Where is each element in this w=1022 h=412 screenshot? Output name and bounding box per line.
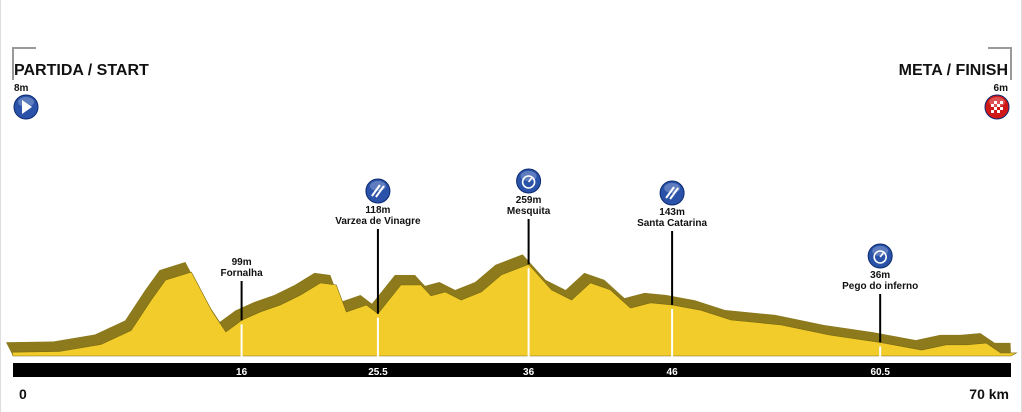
finish-label: META / FINISH bbox=[898, 62, 1008, 79]
corner-mark-left bbox=[12, 47, 36, 80]
x-tick-label: 60.5 bbox=[870, 367, 890, 378]
x-tick-label: 46 bbox=[666, 367, 678, 378]
sprint-icon bbox=[516, 168, 542, 194]
feed-zone-icon bbox=[659, 180, 685, 206]
x-tick-label: 70 km bbox=[969, 386, 1009, 402]
waypoint-name: Pego do inferno bbox=[842, 281, 919, 292]
terrain-profile bbox=[11, 263, 1018, 357]
finish-elevation: 6m bbox=[993, 83, 1008, 94]
x-tick-label: 25.5 bbox=[368, 367, 388, 378]
waypoint-elevation: 36m bbox=[870, 270, 891, 281]
waypoint-elevation: 118m bbox=[365, 205, 391, 216]
x-tick-label: 36 bbox=[523, 367, 535, 378]
x-tick-label: 0 bbox=[19, 386, 27, 402]
waypoint-elevation: 143m bbox=[659, 207, 685, 218]
corner-mark-right bbox=[988, 47, 1012, 80]
start-elevation: 8m bbox=[14, 83, 29, 94]
start-icon bbox=[13, 94, 39, 120]
x-tick-label: 16 bbox=[236, 367, 248, 378]
start-label: PARTIDA / START bbox=[14, 62, 149, 79]
waypoint-name: Varzea de Vinagre bbox=[335, 216, 421, 227]
feed-zone-icon bbox=[365, 178, 391, 204]
waypoint-name: Santa Catarina bbox=[637, 218, 708, 229]
waypoint-elevation: 259m bbox=[515, 195, 542, 206]
sprint-icon bbox=[867, 243, 893, 269]
waypoint-name: Fornalha bbox=[220, 268, 263, 279]
distance-band bbox=[13, 363, 1011, 377]
finish-checkered-flag-icon bbox=[984, 94, 1010, 120]
waypoint-elevation: 99m bbox=[231, 257, 252, 268]
waypoint-name: Mesquita bbox=[506, 206, 551, 217]
